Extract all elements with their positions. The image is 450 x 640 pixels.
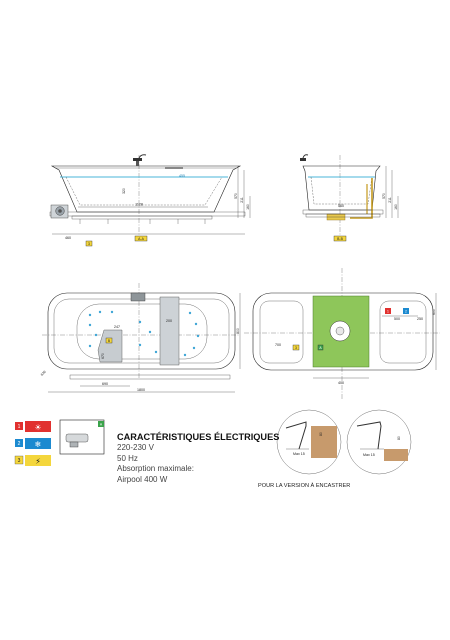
tub-support-frame: [71, 215, 213, 220]
svg-text:211: 211: [388, 197, 392, 203]
legend-cold-water: 2 ❄: [15, 438, 51, 449]
dim-water-455: 455: [179, 174, 185, 178]
tub-feet: [79, 219, 206, 224]
control-panel-icon: [130, 292, 146, 302]
install-right-module: [379, 300, 427, 364]
drain-outlet-icon: [65, 433, 89, 443]
side-faucet-icon: [300, 154, 309, 161]
svg-text:A-A: A-A: [138, 237, 144, 241]
hot-water-connector: [385, 308, 391, 314]
built-in-detail-right: Max 15 80: [346, 409, 412, 475]
tub-plan-rim: [53, 298, 230, 364]
specs-absorption-label: Absorption maximale:: [117, 464, 194, 473]
svg-text:3: 3: [88, 242, 90, 246]
snowflake-cold-icon: [25, 438, 51, 449]
dim-160: 160: [246, 204, 250, 210]
faucet-icon: [133, 154, 147, 166]
install-outline: [252, 292, 434, 371]
center-shelf-panel: [159, 296, 180, 366]
dim-211: 211: [240, 197, 244, 203]
wall-section-right: [384, 449, 408, 461]
svg-text:690: 690: [102, 382, 108, 386]
svg-text:160: 160: [394, 204, 398, 210]
svg-text:❄: ❄: [35, 440, 42, 449]
svg-text:670: 670: [101, 353, 105, 359]
pump-motor-icon: [50, 204, 69, 219]
svg-text:☀: ☀: [34, 423, 41, 432]
dim-570: 570: [234, 193, 238, 199]
svg-text:247: 247: [114, 325, 120, 329]
headrest-panel: [97, 329, 123, 363]
svg-text:570: 570: [382, 193, 386, 199]
specs-frequency: 50 Hz: [117, 453, 138, 463]
built-in-caption: POUR LA VERSION À ENCASTRER: [258, 483, 351, 489]
tub-base-plinth: [49, 211, 246, 217]
wall-section-left: [311, 426, 337, 458]
svg-text:⚡: ⚡: [35, 457, 41, 466]
svg-text:700: 700: [275, 343, 281, 347]
svg-text:80: 80: [319, 432, 323, 436]
tag-3-install: [292, 344, 300, 351]
svg-text:B: B: [108, 339, 111, 343]
electric-plug-icon: [25, 455, 51, 466]
top-plan-view: 247 200 670 690 1800 800 620 B: [40, 283, 241, 393]
tub-plan-basin: [76, 303, 208, 360]
install-left-module: [259, 300, 304, 364]
svg-text:Max 15: Max 15: [363, 453, 375, 457]
section-tag-bb: [333, 235, 347, 242]
inner-basin-outline: [65, 176, 223, 206]
dim-460: 460: [65, 236, 71, 240]
svg-text:600: 600: [432, 309, 436, 315]
side-elevation-view: 560 570 211 160 B-B: [300, 154, 399, 242]
svg-text:500: 500: [394, 317, 400, 321]
svg-text:250: 250: [417, 317, 423, 321]
svg-text:80: 80: [397, 436, 401, 440]
svg-text:3: 3: [18, 458, 21, 464]
connection-legend: 1 ☀ 2 ❄ 3 ⚡ A: [14, 419, 105, 466]
svg-text:800: 800: [236, 328, 240, 334]
tag-3-front: [85, 240, 93, 247]
svg-text:A: A: [319, 346, 322, 350]
svg-text:A: A: [100, 423, 103, 427]
svg-text:200: 200: [166, 319, 172, 323]
electrical-specs: CARACTÉRISTIQUES ÉLECTRIQUES 220-230 V 5…: [117, 432, 287, 485]
section-tag-aa: [134, 235, 148, 242]
tag-b-plan: [105, 337, 113, 344]
svg-text:1: 1: [18, 424, 21, 430]
dim-1128: 1128: [135, 203, 143, 207]
cold-water-connector: [403, 308, 409, 314]
dim-320: 320: [122, 188, 126, 194]
side-dim-560: 560: [338, 204, 344, 208]
drain-pipe: [350, 178, 373, 219]
installation-plan-view: A 3 1 2 500 250 700 400 600: [244, 268, 440, 400]
built-in-detail-left: Max 15 80: [276, 409, 342, 475]
svg-text:1: 1: [387, 310, 389, 314]
sun-heating-icon: [25, 421, 51, 432]
legend-hot-water: 1 ☀: [15, 421, 51, 432]
overflow-strip: [165, 167, 183, 169]
svg-text:3: 3: [295, 346, 297, 350]
specs-voltage: 220-230 V: [117, 443, 154, 452]
specs-title: CARACTÉRISTIQUES ÉLECTRIQUES: [117, 432, 280, 442]
svg-text:2: 2: [18, 441, 21, 447]
front-elevation-view: 1128 320 455 570 211 160 460 3 A-A: [49, 154, 251, 247]
svg-text:400: 400: [338, 381, 344, 385]
legend-electric: 3 ⚡: [14, 455, 51, 466]
specs-absorption-value: Airpool 400 W: [117, 474, 168, 484]
svg-text:Max 15: Max 15: [293, 452, 305, 456]
svg-text:620: 620: [40, 370, 47, 377]
drain-connection-box: A: [59, 419, 105, 455]
svg-text:2: 2: [405, 310, 407, 314]
tag-a-install: [317, 344, 324, 351]
dim-1800: 1800: [137, 388, 145, 392]
svg-text:B-B: B-B: [337, 237, 343, 241]
